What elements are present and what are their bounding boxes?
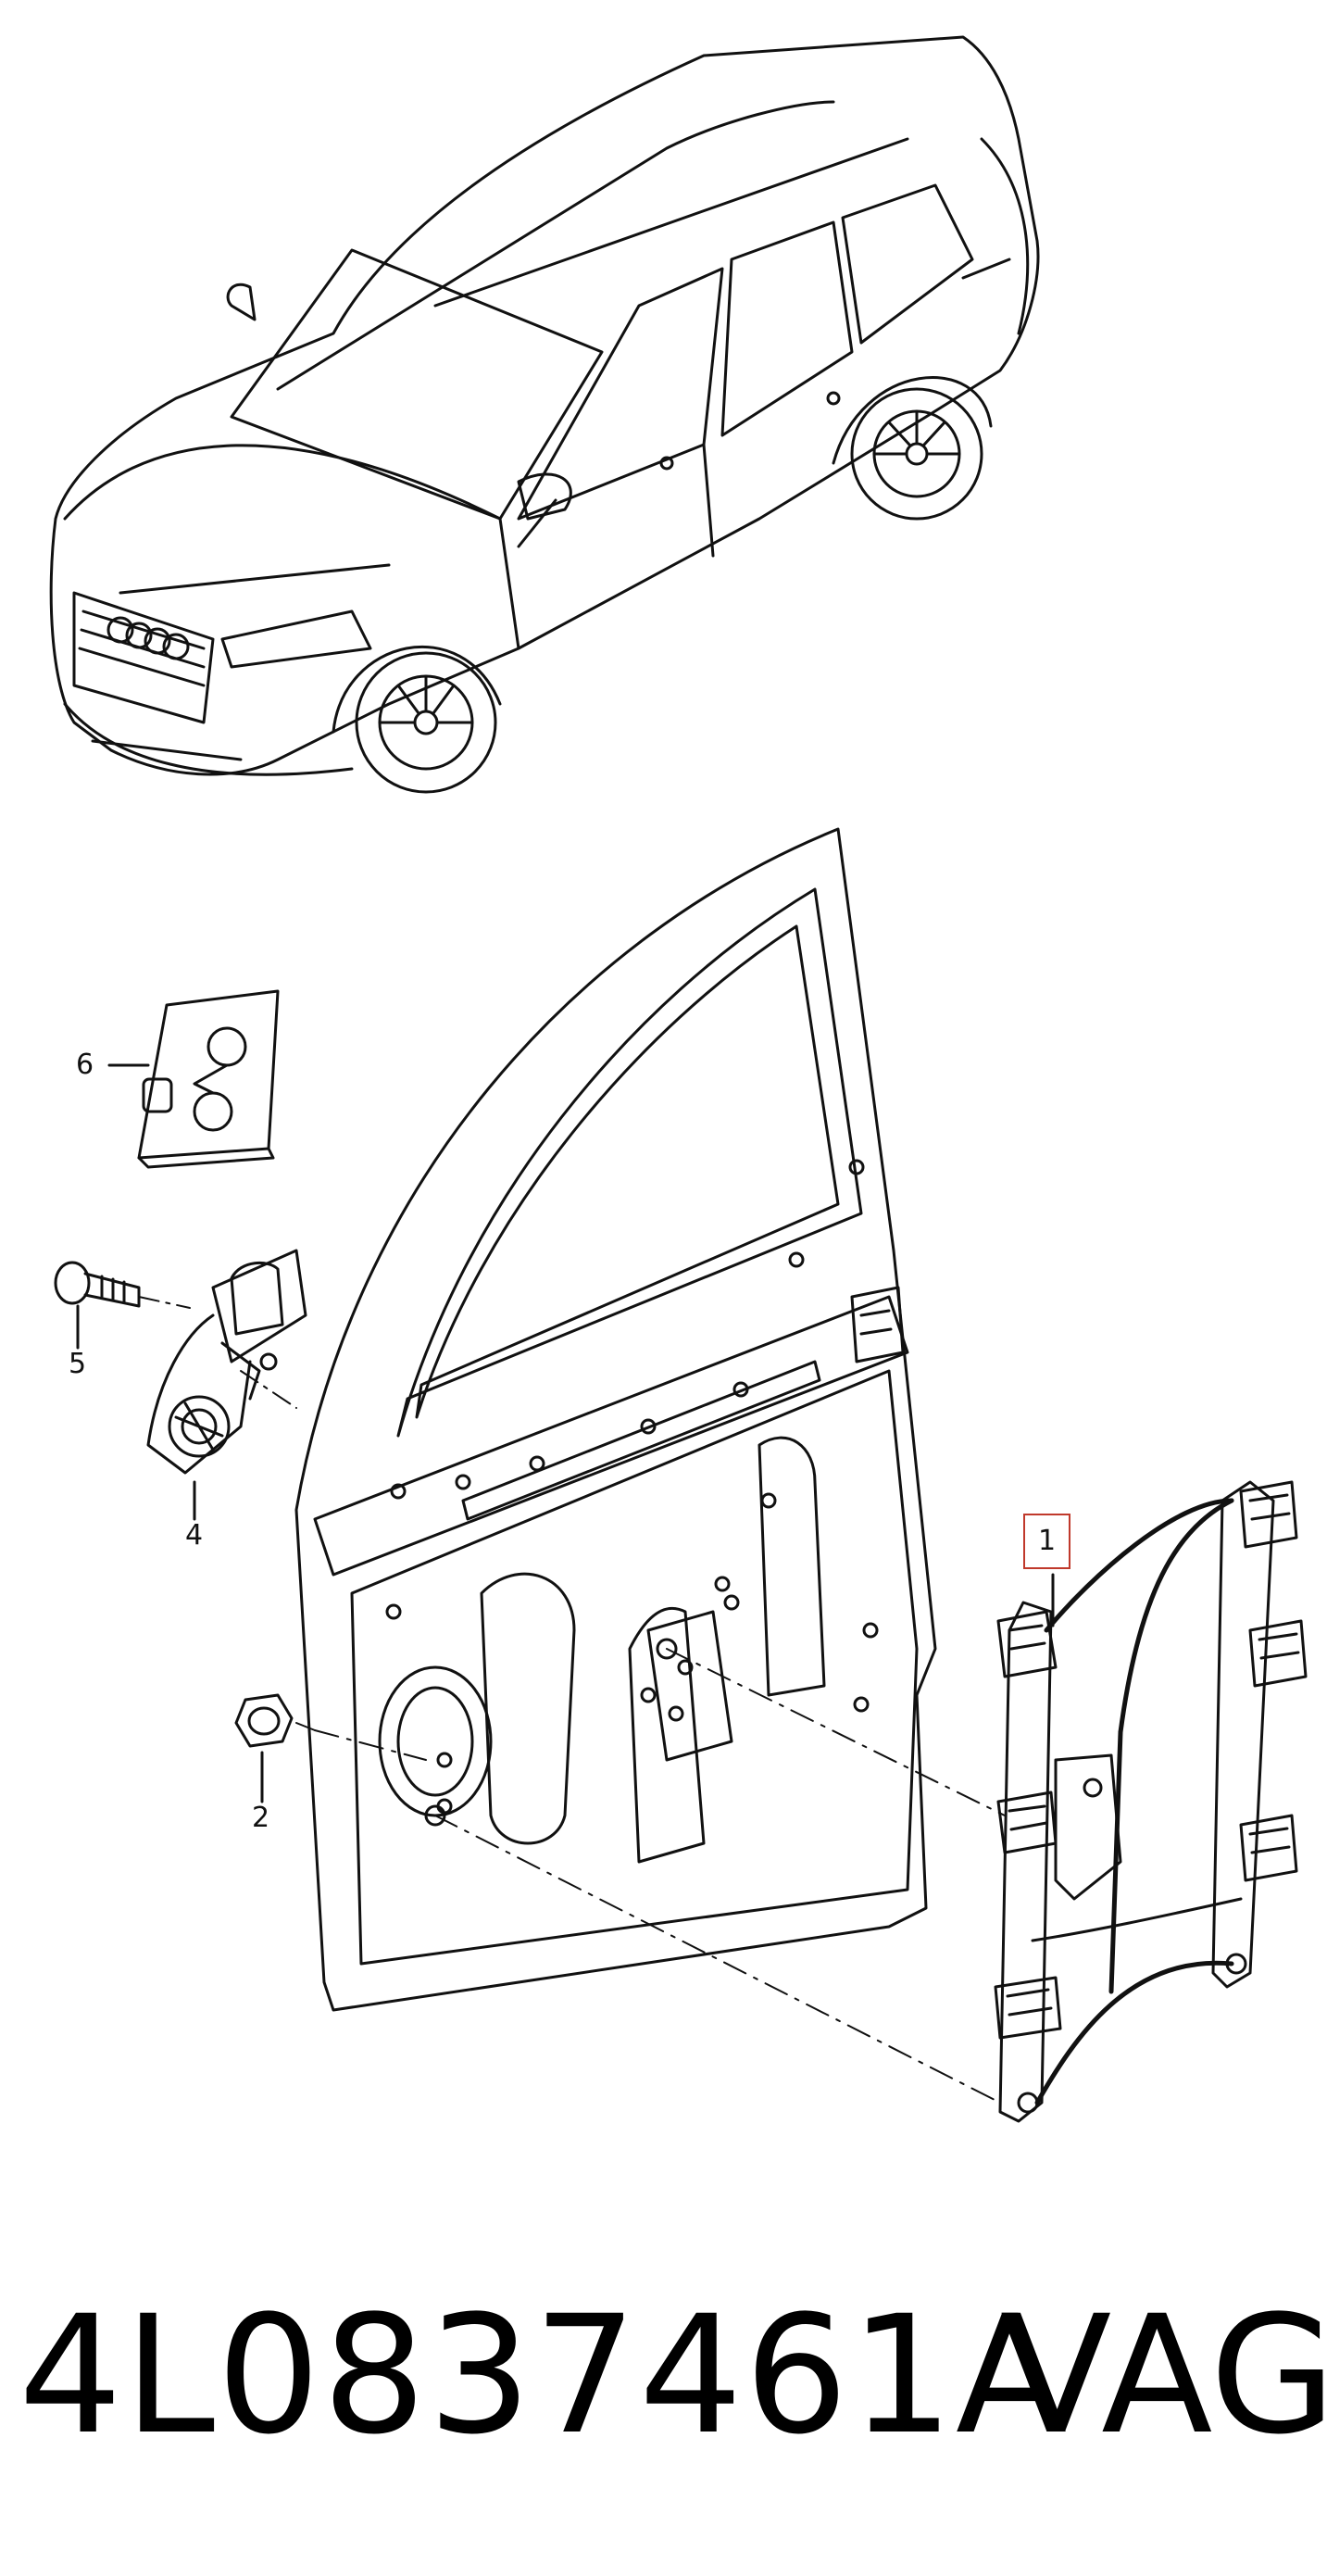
part-2-nut bbox=[234, 1693, 316, 1803]
part-5-bolt bbox=[54, 1261, 191, 1350]
assembly-lines bbox=[314, 1648, 1006, 2104]
callout-6: 6 bbox=[76, 1049, 94, 1081]
suv-illustration bbox=[49, 35, 1040, 794]
parts-diagram bbox=[49, 35, 1308, 2123]
callout-4: 4 bbox=[185, 1519, 204, 1552]
part-6-pad bbox=[107, 989, 280, 1169]
part-caption: 4L0837461A VAG bbox=[19, 2269, 1327, 2510]
callout-2: 2 bbox=[252, 1802, 270, 1834]
callout-5: 5 bbox=[69, 1348, 87, 1380]
part-4-motor bbox=[146, 1249, 307, 1521]
door-shell bbox=[294, 827, 937, 2012]
brand-label: VAG bbox=[1000, 2281, 1327, 2470]
part-number: 4L0837461A bbox=[19, 2281, 1070, 2470]
callout-1: 1 bbox=[1023, 1514, 1071, 1569]
part-1-window-regulator bbox=[994, 1480, 1308, 2123]
